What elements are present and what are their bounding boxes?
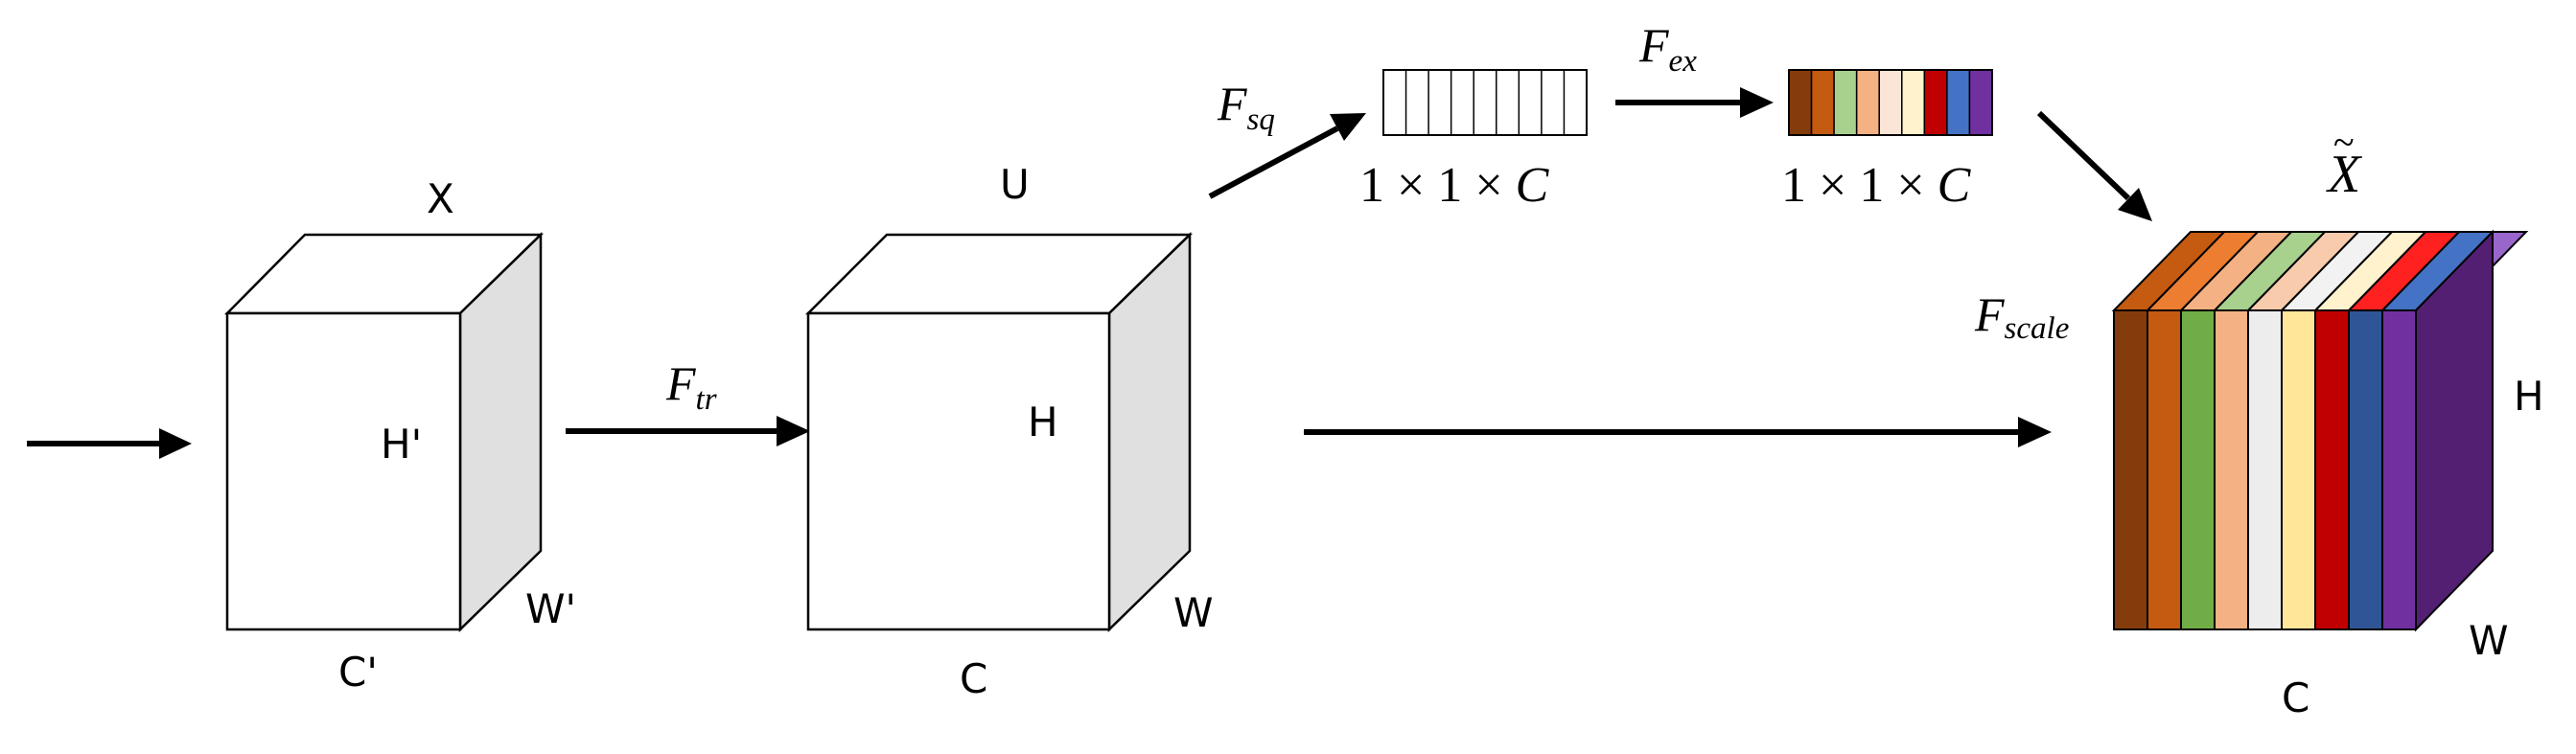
result-slab-front <box>2247 309 2283 630</box>
u-cube <box>804 232 1194 632</box>
u-height-label: H <box>1028 399 1058 446</box>
result-slab-front <box>2180 309 2216 630</box>
excitation-op-label: Fex <box>1638 18 1697 79</box>
squeeze-op-label: Fsq <box>1217 77 1275 137</box>
excitation-vector-cell <box>1878 69 1903 136</box>
excitation-vector-cell <box>1946 69 1971 136</box>
u-cube-title: U <box>1000 161 1030 208</box>
u-channel-label: C <box>960 655 987 702</box>
excitation-vector-cell <box>1855 69 1880 136</box>
u-width-label: W <box>1173 589 1214 636</box>
result-stack-title: X <box>2326 145 2363 204</box>
excitation-vector-cell <box>1901 69 1926 136</box>
squeeze-vector <box>1382 69 1588 136</box>
excitation-vector-cell <box>1968 69 1993 136</box>
excitation-vector-cell <box>1810 69 1835 136</box>
result-slab-front <box>2281 309 2316 630</box>
result-channel-label: C <box>2282 674 2309 721</box>
squeeze-arrow-head <box>1330 113 1366 141</box>
transform-arrow-head <box>777 416 810 446</box>
result-stack-title-accent: ~ <box>2333 121 2355 164</box>
input-height-label: H' <box>381 421 422 468</box>
result-width-label: W <box>2469 617 2509 664</box>
squeeze-vector-dims: 1 × 1 × C <box>1359 158 1550 213</box>
scale-op-label: Fscale <box>1974 287 2069 346</box>
scale-arrow-head <box>2018 417 2052 447</box>
excitation-vector-cell <box>1788 69 1813 136</box>
reweight-arrow-head <box>2118 188 2152 221</box>
result-slab-front <box>2113 309 2148 630</box>
input-cube-title: X <box>427 175 454 222</box>
squeeze-vector-frame <box>1382 69 1588 136</box>
squeeze-arrow <box>1208 126 1339 199</box>
reweight-arrow <box>2036 110 2131 201</box>
result-slab-front <box>2214 309 2249 630</box>
result-slab-front <box>2348 309 2383 630</box>
excitation-vector-cell <box>1923 69 1948 136</box>
input-width-label: W' <box>525 585 576 632</box>
result-slab-front <box>2314 309 2350 630</box>
input-cube-front <box>225 311 462 631</box>
excitation-vector-dims: 1 × 1 × C <box>1781 158 1972 213</box>
transform-op-label: Ftr <box>665 356 717 417</box>
input-arrow-head <box>159 428 192 459</box>
input-channel-label: C' <box>338 649 378 696</box>
excitation-arrow-head <box>1740 87 1774 118</box>
result-slab-front <box>2381 309 2417 630</box>
excitation-vector-cell <box>1833 69 1858 136</box>
result-stack <box>2111 229 2529 632</box>
excitation-vector-frame <box>1788 69 1993 136</box>
input-cube <box>224 232 545 632</box>
u-cube-front <box>806 311 1111 631</box>
excitation-vector <box>1788 69 1993 136</box>
result-slab-front <box>2147 309 2182 630</box>
result-height-label: H <box>2514 373 2544 420</box>
